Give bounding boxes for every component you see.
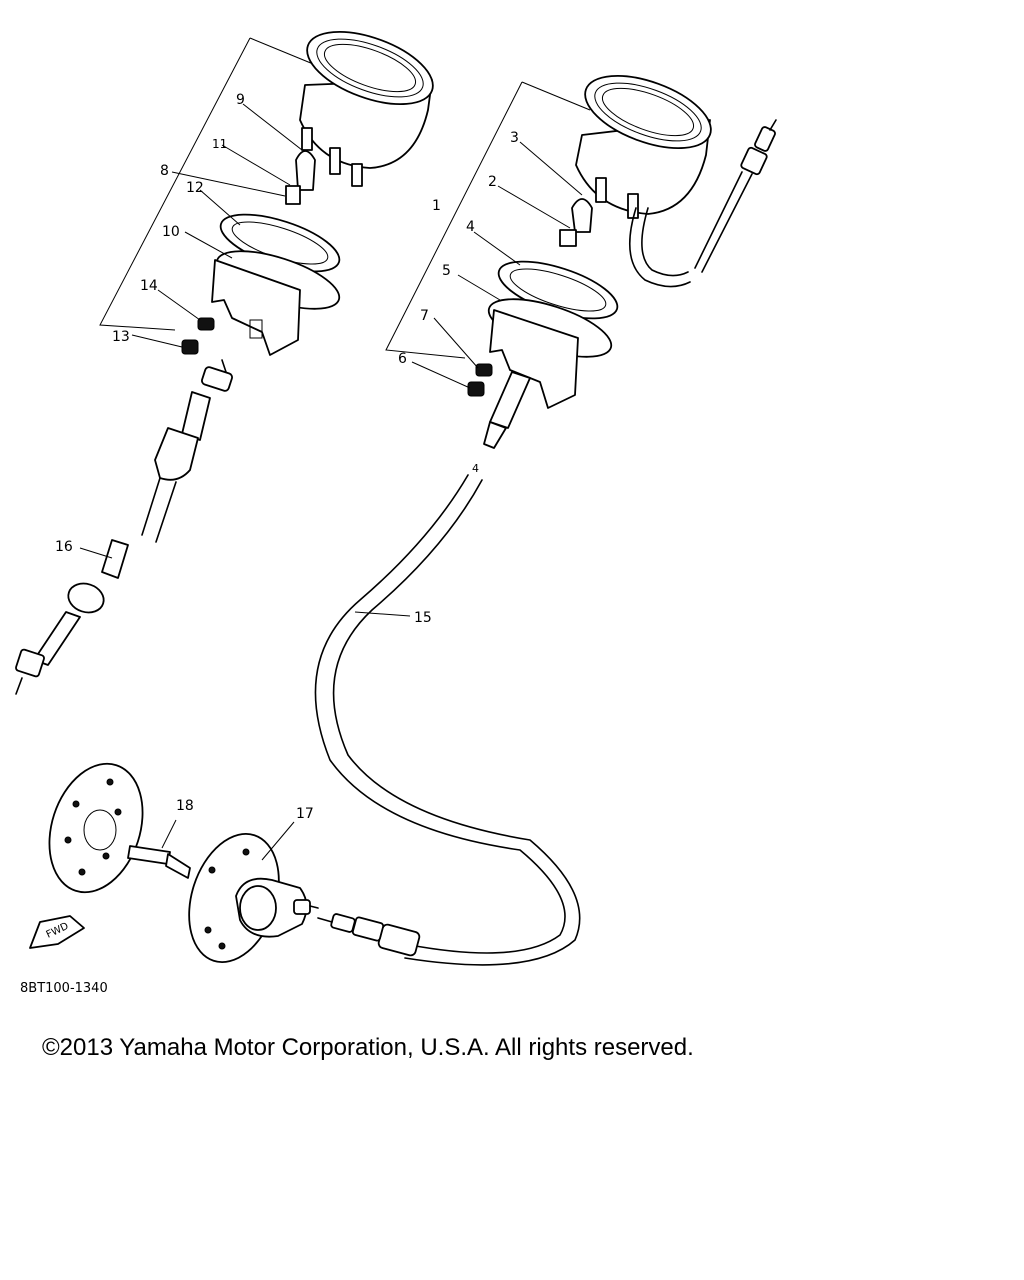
callout-6: 6 — [398, 351, 407, 367]
right-meter-assembly — [385, 74, 777, 449]
gear-unit-assembly — [48, 762, 319, 963]
copyright-notice: ©2013 Yamaha Motor Corporation, U.S.A. A… — [42, 1034, 694, 1061]
callout-12: 12 — [186, 180, 204, 196]
diagram-code: 8BT100-1340 — [20, 981, 108, 996]
callout-4: 4 — [466, 219, 475, 235]
callout-5: 5 — [442, 263, 451, 279]
callout-7: 7 — [420, 308, 429, 324]
exploded-parts-diagram: FWD 9 11 8 12 10 14 13 16 3 2 1 4 5 7 6 … — [15, 30, 777, 996]
callout-14: 14 — [140, 278, 158, 294]
callout-15: 15 — [414, 610, 432, 626]
callout-4-cable: 4 — [472, 462, 479, 475]
speedometer-cable-15 — [314, 474, 581, 966]
callout-13: 13 — [112, 329, 130, 345]
speedometer-cable-left — [15, 359, 233, 695]
callout-11: 11 — [212, 137, 227, 151]
left-meter-assembly — [99, 30, 434, 356]
callout-10: 10 — [162, 224, 180, 240]
callout-2: 2 — [488, 174, 497, 190]
callout-3: 3 — [510, 130, 519, 146]
callout-9: 9 — [236, 92, 245, 108]
callout-16: 16 — [55, 539, 73, 555]
callout-labels: 9 11 8 12 10 14 13 16 3 2 1 4 5 7 6 4 15… — [20, 92, 519, 996]
callout-8: 8 — [160, 163, 169, 179]
fwd-arrow-icon: FWD — [29, 915, 85, 949]
callout-18: 18 — [176, 798, 194, 814]
callout-1: 1 — [432, 198, 441, 214]
callout-17: 17 — [296, 806, 314, 822]
